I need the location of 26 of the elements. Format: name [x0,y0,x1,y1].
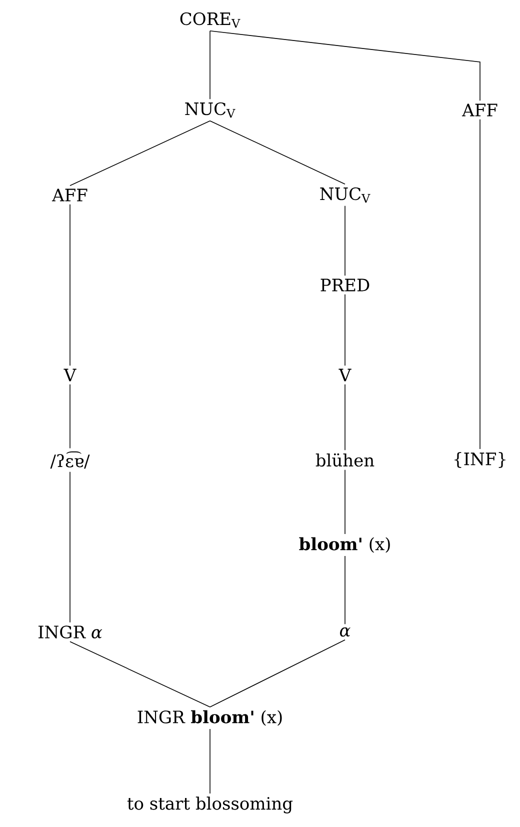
tree-branch [70,120,210,186]
tree-branch [210,30,480,101]
tree-branch [344,556,346,625]
tree-label: bloom' (x) [299,537,390,553]
tree-label: PRED [320,278,370,292]
tree-label: α [340,627,350,637]
tree-label: V [64,368,76,382]
tree-branch [70,641,210,708]
tree-label: /ʔɛ͡ɐ/ [50,451,90,469]
tree-label: NUC$_{V}$ [320,187,370,203]
tree-label: {INF} [454,452,506,468]
tree-label: INGR α [38,626,102,638]
tree-label: to start blossoming [127,796,293,814]
tree-branch [344,205,346,276]
tree-label: V [338,368,352,382]
tree-branch [210,120,346,185]
tree-label: AFF [52,188,88,202]
tree-label: CORE$_{V}$ [180,12,240,28]
tree-label: blühen [316,453,374,467]
tree-label: AFF [462,104,498,116]
tree-branch [344,469,346,534]
tree-label: NUC$_{V}$ [185,102,236,118]
tree-branch [210,639,346,708]
tree-branch [344,294,346,366]
tree-branch [344,384,346,451]
tree-label: INGR bloom' (x) [138,710,282,726]
